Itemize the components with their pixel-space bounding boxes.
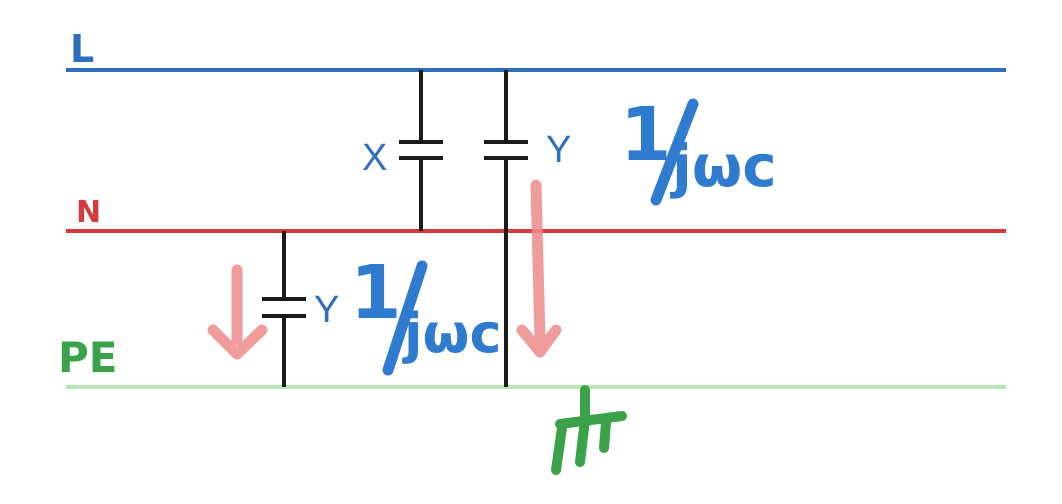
y-capacitor-l-pe [484, 70, 528, 387]
impedance-2-numerator: 1 [350, 250, 402, 336]
x-capacitor-label: X [362, 137, 387, 179]
impedance-2-slash [382, 260, 428, 376]
impedance-2-denominator: jωc [402, 302, 501, 365]
impedance-annotation-2: 1 jωc [350, 250, 501, 376]
y-capacitor-l-pe-label: Y [546, 129, 571, 171]
impedance-1-numerator: 1 [620, 92, 672, 178]
leakage-current-arrow-icon [516, 179, 562, 358]
impedance-1-denominator: jωc [670, 132, 777, 200]
impedance-1-slash [650, 98, 699, 206]
label-pe: PE [58, 333, 117, 382]
y-capacitor-n-pe [262, 231, 306, 387]
impedance-annotation-1: 1 jωc [620, 92, 777, 206]
label-n: N [76, 195, 101, 230]
label-l: L [70, 27, 94, 71]
x-capacitor [399, 70, 443, 231]
earth-ground-icon [551, 385, 627, 475]
leakage-current-arrow-icon [207, 264, 268, 360]
y-capacitor-n-pe-label: Y [314, 289, 339, 331]
